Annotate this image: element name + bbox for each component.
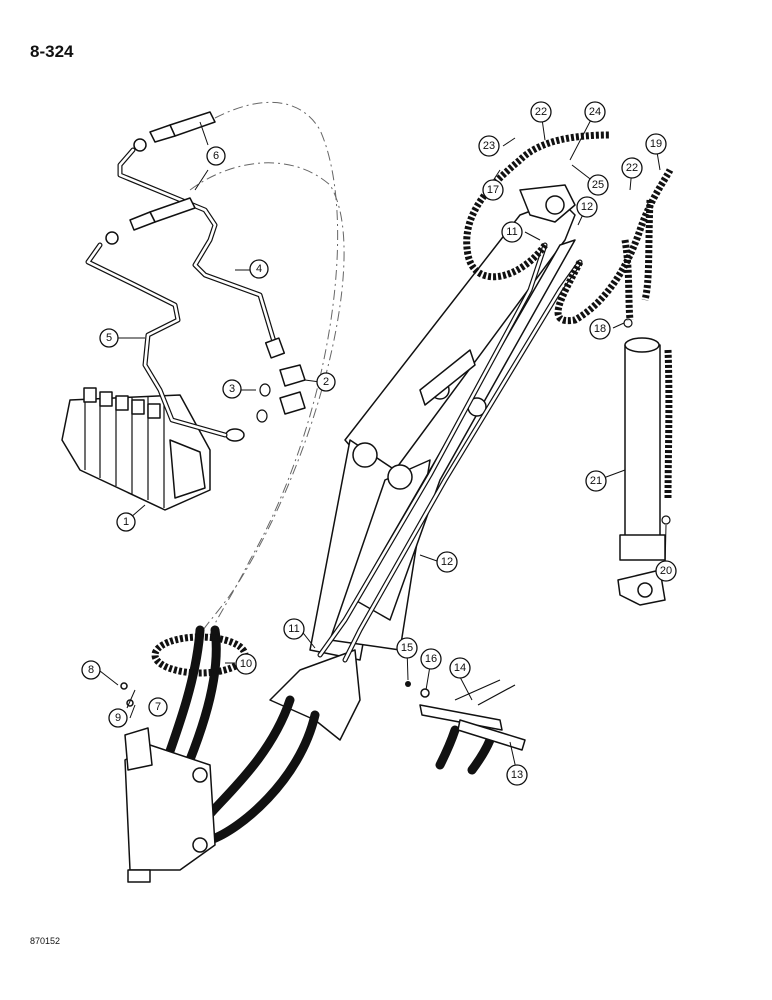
callout-9: 9 [108,708,128,728]
callout-12-upper: 12 [576,196,598,218]
callout-24: 24 [584,101,606,123]
callout-label: 25 [592,179,604,191]
callout-label: 4 [256,263,262,275]
callout-label: 20 [660,565,672,577]
callout-label: 11 [506,226,517,238]
callout-label: 18 [594,323,606,335]
callout-label: 9 [115,712,121,724]
callout-label: 22 [626,162,638,174]
callout-18: 18 [589,318,611,340]
callout-label: 16 [425,653,437,665]
callout-20: 20 [655,560,677,582]
callout-label: 24 [589,106,601,118]
callout-8: 8 [81,660,101,680]
callout-11-upper: 11 [501,221,523,243]
callout-6: 6 [206,146,226,166]
callout-label: 5 [106,332,112,344]
callout-23: 23 [478,135,500,157]
callout-label: 11 [288,623,299,635]
elbow-fittings [256,337,306,423]
callout-1: 1 [116,512,136,532]
callout-19: 19 [645,133,667,155]
callout-label: 12 [441,556,453,568]
callout-label: 3 [229,383,235,395]
callout-label: 15 [401,642,413,654]
hose-end-fittings [105,111,216,245]
callout-label: 1 [123,516,129,528]
fittings-13-16 [405,679,526,775]
callout-22-left: 22 [530,101,552,123]
callout-label: 6 [213,150,219,162]
callout-label: 12 [581,201,593,213]
callout-label: 19 [650,138,662,150]
callout-label: 14 [454,662,466,674]
callout-17: 17 [482,179,504,201]
callout-label: 21 [590,475,602,487]
boom-tubes [317,242,583,663]
callout-13: 13 [506,764,528,786]
callout-label: 8 [88,664,94,676]
callout-4: 4 [249,259,269,279]
callout-label: 10 [240,658,252,670]
callout-11-lower: 11 [283,618,305,640]
callout-25: 25 [587,174,609,196]
callout-15: 15 [396,637,418,659]
callout-label: 22 [535,106,547,118]
coiled-hoses [463,131,674,325]
callout-label: 17 [487,184,499,196]
callout-10: 10 [235,653,257,675]
callout-21: 21 [585,470,607,492]
callout-5: 5 [99,328,119,348]
callout-label: 23 [483,140,495,152]
callout-16: 16 [420,648,442,670]
swivel-and-lower-hoses [120,625,320,883]
callout-label: 2 [323,376,329,388]
page-number: 8-324 [30,42,74,61]
callout-12-lower: 12 [436,551,458,573]
tube-lines [85,147,278,438]
callout-label: 7 [155,701,161,713]
callout-label: 13 [511,769,523,781]
phantom-hose-routes [189,101,345,636]
callout-14: 14 [449,657,471,679]
callout-2: 2 [316,372,336,392]
callout-3: 3 [222,379,242,399]
reference-code: 870152 [30,936,61,946]
control-valve-bank [61,387,245,511]
callout-7: 7 [148,697,168,717]
callout-22-right: 22 [621,157,643,179]
